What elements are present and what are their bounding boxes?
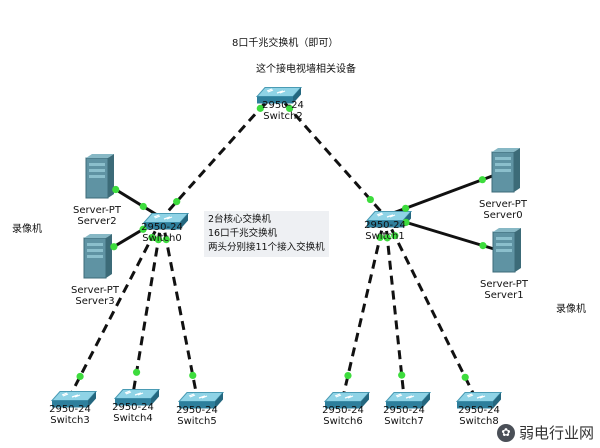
- device-name: Switch6: [323, 416, 363, 427]
- switch-icon: [384, 392, 432, 409]
- device-model: 2950-24: [383, 405, 425, 416]
- server-icon: [492, 228, 521, 273]
- device-model: Server-PT: [71, 285, 119, 296]
- port-indicator: [112, 185, 120, 194]
- device-model: Server-PT: [480, 279, 528, 290]
- device-model: 2950-24: [112, 402, 154, 413]
- port-indicator: [139, 225, 147, 233]
- device-name: Server1: [484, 290, 524, 301]
- device-name: Switch4: [113, 413, 153, 424]
- header-title: 8口千兆交换机（即可）: [232, 38, 339, 49]
- port-indicator: [148, 233, 156, 242]
- port-indicator: [479, 242, 487, 250]
- switch-icon: [50, 391, 98, 408]
- port-indicator: [391, 232, 399, 240]
- device-name: Server3: [75, 296, 115, 307]
- annotation-line: 2台核心交换机: [208, 214, 272, 225]
- watermark: ✿ 弱电行业网: [494, 421, 596, 444]
- port-indicator: [461, 373, 469, 381]
- annotation-line: 16口千兆交换机: [208, 228, 278, 239]
- device-model: 2950-24: [262, 100, 304, 111]
- link-switch2-switch1: [273, 91, 387, 217]
- ports-layer: [76, 104, 487, 381]
- server-icon: [491, 148, 520, 193]
- switch-icon: [455, 392, 503, 409]
- port-indicator: [132, 368, 141, 376]
- link-switch2-switch0: [160, 90, 277, 220]
- device-model: 2950-24: [176, 405, 218, 416]
- port-indicator: [189, 371, 197, 380]
- device-name: Server2: [77, 216, 117, 227]
- link-switch0-switch5: [160, 217, 199, 398]
- device-model: 2950-24: [322, 405, 364, 416]
- device-name: Switch3: [50, 415, 90, 426]
- switch-icon: [323, 392, 371, 409]
- port-indicator: [162, 235, 170, 244]
- device-model: 2950-24: [49, 404, 91, 415]
- watermark-text: 弱电行业网: [518, 424, 594, 442]
- device-name: Switch0: [142, 233, 182, 244]
- port-indicator: [478, 176, 486, 184]
- device-name: Switch1: [365, 231, 405, 242]
- port-indicator: [402, 204, 410, 212]
- port-indicator: [154, 236, 163, 244]
- port-indicator: [285, 104, 294, 113]
- port-indicator: [256, 104, 264, 112]
- device-name: Switch2: [263, 111, 303, 122]
- switch-icon: [177, 392, 225, 409]
- port-indicator: [383, 234, 391, 242]
- server-icon: [85, 154, 114, 199]
- annotation-line: 两头分别接11个接入交换机: [208, 242, 325, 253]
- port-indicator: [366, 195, 375, 204]
- device-model: 2950-24: [364, 220, 406, 231]
- port-indicator: [344, 371, 352, 380]
- header-subtitle: 这个接电视墙相关设备: [256, 64, 356, 75]
- switch-icon: [113, 389, 161, 406]
- device-name: Server0: [483, 210, 523, 221]
- port-indicator: [76, 372, 84, 381]
- port-indicator: [173, 198, 181, 206]
- core-switch-annotation: 2台核心交换机 16口千兆交换机 两头分别接11个接入交换机: [204, 211, 329, 257]
- link-switch1-switch6: [341, 215, 387, 398]
- switch-icon: [142, 213, 190, 230]
- wechat-logo-icon: ✿: [496, 423, 515, 442]
- device-model: Server-PT: [73, 205, 121, 216]
- link-switch1-switch7: [383, 215, 406, 398]
- port-indicator: [376, 233, 384, 242]
- port-indicator: [398, 371, 406, 379]
- port-indicator: [139, 202, 147, 211]
- port-indicator: [110, 243, 118, 251]
- switch-icon: [255, 87, 303, 104]
- device-model: 2950-24: [141, 222, 183, 233]
- link-switch1-switch8: [383, 215, 477, 398]
- device-name: Switch7: [384, 416, 424, 427]
- link-switch0-switch3: [68, 217, 164, 397]
- recorder-label-right: 录像机: [556, 304, 586, 315]
- server-icon: [83, 234, 112, 279]
- recorder-label-left: 录像机: [12, 224, 42, 235]
- device-name: Switch5: [177, 416, 217, 427]
- port-indicator: [402, 218, 410, 226]
- device-name: Switch8: [459, 416, 499, 427]
- device-model: Server-PT: [479, 199, 527, 210]
- device-model: 2950-24: [458, 405, 500, 416]
